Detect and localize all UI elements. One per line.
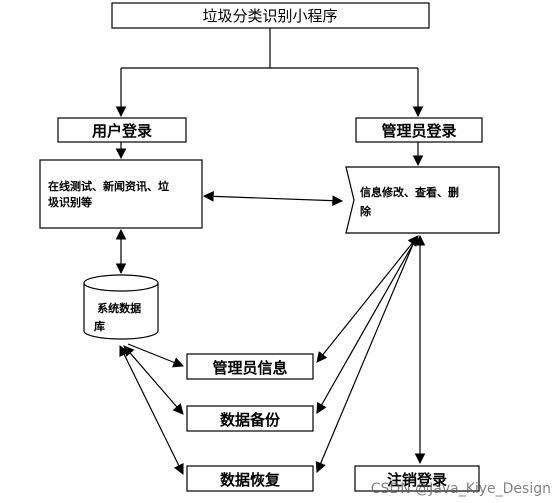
arrow-database-data-backup [123,345,184,415]
database-text: 系统数据 库 [94,301,145,333]
admin-funcs-line-1: 信息修改、查看、删 [360,185,459,199]
data-restore-box [186,465,314,492]
title-text: 垃圾分类识别小程序 [202,7,337,25]
admin-login-text: 管理员登录 [381,122,456,140]
admin-info-box [186,353,314,380]
arrow-admin-funcs-admin-info [316,235,419,363]
admin-funcs-box [345,166,500,234]
admin-info-text: 管理员信息 [212,359,287,377]
admin-funcs-text: 信息修改、查看、删 除 [360,185,463,218]
logout-text: 注销登录 [387,471,447,489]
title-box [111,2,430,29]
database-line-1: 系统数据 [97,301,141,315]
user-funcs-text: 在线测试、新闻资讯、垃 圾识别等 [48,179,173,209]
arrow-admin-funcs-data-restore [315,241,415,473]
arrow-database-admin-info [127,343,185,368]
database-line-2: 库 [94,319,105,333]
data-backup-text: 数据备份 [220,411,281,429]
arrow-database-data-restore [119,345,184,475]
user-funcs-line-2: 圾识别等 [48,195,92,209]
user-funcs-box [39,159,203,229]
user-login-text: 用户登录 [92,122,152,140]
data-restore-text: 数据恢复 [220,471,281,489]
arrow-user-admin-funcs [202,190,344,207]
admin-login-box [355,117,483,143]
data-backup-box [186,405,314,432]
database-cylinder [83,274,159,340]
admin-funcs-line-2: 除 [360,204,372,218]
watermark-text: CSDN @Java_Kiye_Design [370,481,551,497]
user-funcs-line-1: 在线测试、新闻资讯、垃 [48,179,169,193]
user-login-box [57,117,187,143]
logout-box [354,465,480,492]
arrow-admin-funcs-data-backup [316,238,417,414]
